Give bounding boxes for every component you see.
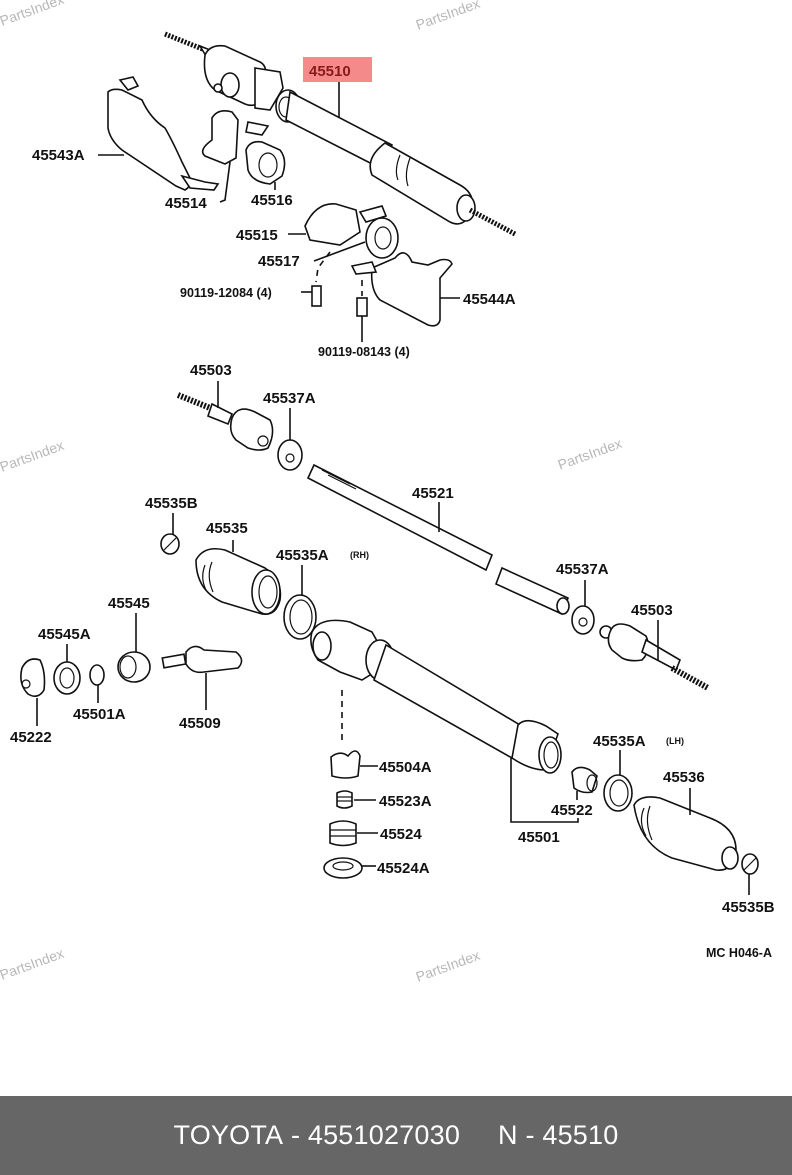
rh-note: (RH) [350,550,369,560]
part-45509[interactable]: 45509 [161,645,243,732]
part-45535A-lh[interactable]: 45535A (LH) [593,733,684,812]
footer-separator: - [290,1120,301,1150]
part-label-45544A[interactable]: 45544A [463,291,516,308]
watermark: PartsIndex [556,435,624,473]
part-label-45501A[interactable]: 45501A [73,706,126,723]
part-label-45523A[interactable]: 45523A [379,793,432,810]
watermark: PartsIndex [0,437,66,475]
part-label-90119-12084[interactable]: 90119-12084 (4) [180,286,272,300]
part-label-45535A-lh[interactable]: 45535A [593,733,646,750]
parts-diagram: PartsIndex PartsIndex PartsIndex PartsIn… [0,0,775,985]
part-45545A[interactable]: 45545A [38,626,91,695]
part-label-45535B-left[interactable]: 45535B [145,495,198,512]
highlight-box [303,57,372,82]
part-label-45522[interactable]: 45522 [551,802,593,819]
part-label-45515[interactable]: 45515 [236,227,278,244]
part-label-45503-left[interactable]: 45503 [190,362,232,379]
part-label-45535[interactable]: 45535 [206,520,248,537]
part-label-45521[interactable]: 45521 [412,485,454,502]
footer-brand: TOYOTA [173,1120,284,1150]
part-label-45501[interactable]: 45501 [518,829,560,846]
steering-rack-assembly[interactable] [164,31,517,237]
part-45535B-left[interactable]: 45535B [145,495,198,555]
part-label-45537A-left[interactable]: 45537A [263,390,316,407]
part-45535[interactable]: 45535 [195,520,282,616]
part-45222[interactable]: 45222 [10,658,52,746]
bolt-90119-08143[interactable]: 90119-08143 (4) [318,280,410,359]
part-45503-right[interactable]: 45503 [599,602,710,691]
part-label-45509[interactable]: 45509 [179,715,221,732]
part-label-45537A-right[interactable]: 45537A [556,561,609,578]
watermark: PartsIndex [414,0,482,33]
part-label-45535B-right[interactable]: 45535B [722,899,775,916]
part-label-45514[interactable]: 45514 [165,195,207,212]
part-45524A[interactable]: 45524A [323,857,430,879]
part-45514[interactable]: 45514 [165,110,270,212]
part-45521[interactable]: 45521 [306,463,570,616]
part-label-45543A[interactable]: 45543A [32,147,85,164]
part-label-45504A[interactable]: 45504A [379,759,432,776]
part-45535A-rh[interactable]: 45535A (RH) [276,547,369,640]
part-45543A[interactable]: 45543A [32,76,220,191]
part-label-45524A[interactable]: 45524A [377,860,430,877]
part-45536[interactable]: 45536 [633,769,739,871]
part-label-45545A[interactable]: 45545A [38,626,91,643]
part-label-90119-08143[interactable]: 90119-08143 (4) [318,345,410,359]
part-label-45510[interactable]: 45510 [309,63,351,80]
bolt-90119-12084[interactable]: 90119-12084 (4) [180,251,331,307]
part-label-45524[interactable]: 45524 [380,826,422,843]
footer-ref-number[interactable]: 45510 [542,1120,619,1150]
part-45522[interactable]: 45522 [551,766,598,819]
part-45537A-left[interactable]: 45537A [263,390,316,471]
part-45515[interactable]: 45515 [236,203,388,246]
footer-part-number[interactable]: 4551027030 [307,1120,461,1150]
part-label-45535A-rh[interactable]: 45535A [276,547,329,564]
part-label-45545[interactable]: 45545 [108,595,150,612]
part-label-45503-right[interactable]: 45503 [631,602,673,619]
watermark: PartsIndex [0,0,66,29]
watermark: PartsIndex [414,947,482,985]
part-45516[interactable]: 45516 [245,140,293,209]
part-45524[interactable]: 45524 [329,820,422,847]
part-label-45516[interactable]: 45516 [251,192,293,209]
part-45537A-right[interactable]: 45537A [556,561,609,635]
part-45503-left[interactable]: 45503 [176,362,274,451]
part-45523A[interactable]: 45523A [336,790,432,810]
callout-45510[interactable]: 45510 [303,57,372,118]
diagram-code: MC H046-A [706,946,772,960]
footer-bar: TOYOTA - 4551027030 N - 45510 [0,1096,792,1175]
part-45535B-right[interactable]: 45535B [722,853,775,916]
watermark: PartsIndex [0,945,66,983]
part-45504A[interactable]: 45504A [330,750,432,779]
part-label-45517[interactable]: 45517 [258,253,300,270]
part-45501A[interactable]: 45501A [73,664,126,723]
footer-separator: - [525,1120,535,1150]
part-45517[interactable]: 45517 [258,217,399,270]
part-45544A[interactable]: 45544A [350,252,516,327]
part-45501[interactable]: 45501 [310,619,579,846]
lh-note: (LH) [666,736,684,746]
footer-ref-prefix: N [498,1120,518,1150]
part-45545[interactable]: 45545 [108,595,151,683]
part-label-45222[interactable]: 45222 [10,729,52,746]
part-label-45536[interactable]: 45536 [663,769,705,786]
